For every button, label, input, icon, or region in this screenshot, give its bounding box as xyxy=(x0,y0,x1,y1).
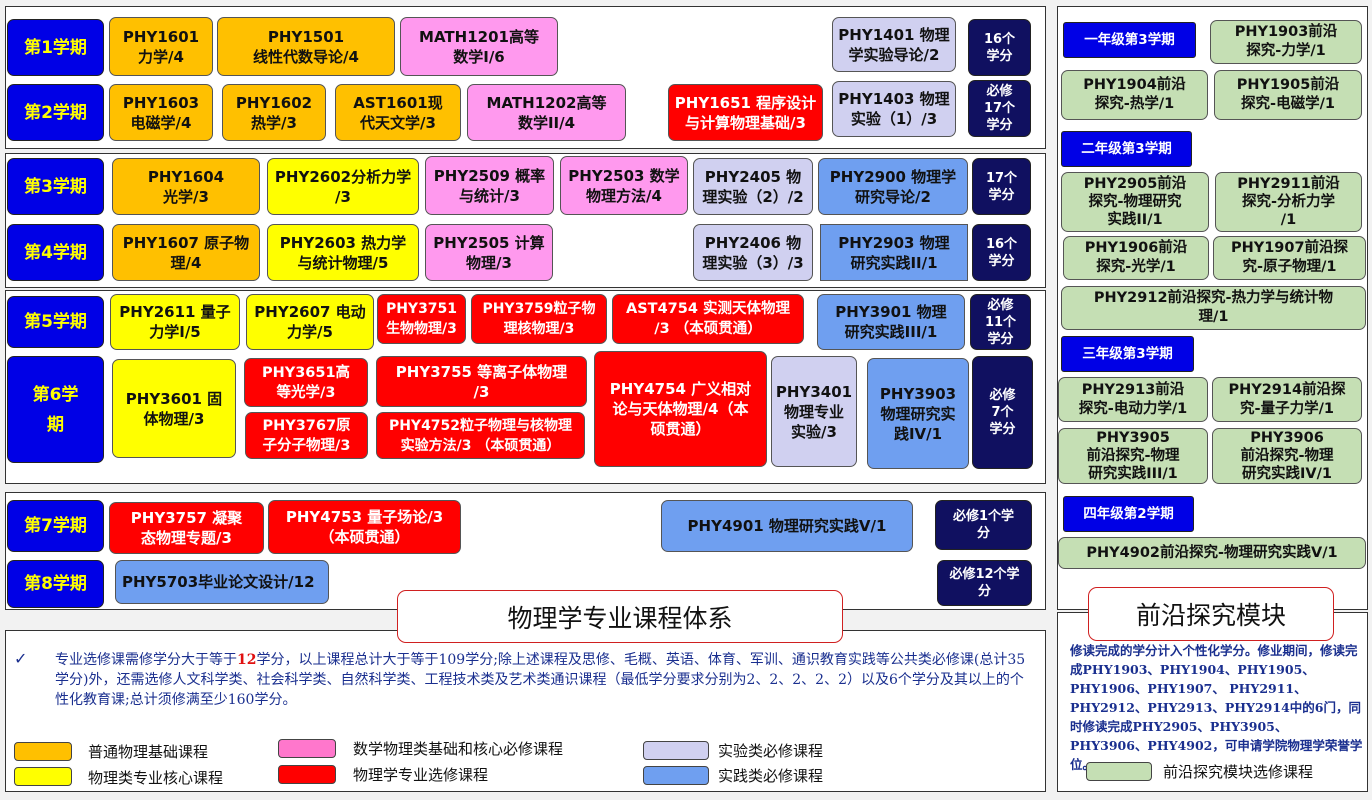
course-phy1403: PHY1403 物理 实验（1）/3 xyxy=(832,81,956,137)
course-phy2405: PHY2405 物 理实验（2）/2 xyxy=(693,158,813,215)
legend-swatch-math xyxy=(278,739,336,758)
requirements-note-highlight: 12 xyxy=(237,652,257,668)
legend-label-foundation: 普通物理基础课程 xyxy=(88,743,209,761)
course-phy3755: PHY3755 等离子体物理 /3 xyxy=(376,356,587,407)
course-ast4754: AST4754 实测天体物理 /3 （本硕贯通） xyxy=(612,294,804,344)
legend-label-frontier: 前沿探究模块选修课程 xyxy=(1163,763,1314,781)
course-phy5703: PHY5703毕业论文设计/12 xyxy=(115,560,329,604)
legend-label-core: 物理类专业核心课程 xyxy=(88,769,224,787)
course-phy3651: PHY3651高 等光学/3 xyxy=(244,358,368,407)
course-phy1401: PHY1401 物理 学实验导论/2 xyxy=(832,17,956,72)
credit-badge-2: 必修17个学分 xyxy=(968,80,1031,137)
legend-swatch-frontier xyxy=(1086,762,1152,781)
legend-label-elective: 物理学专业选修课程 xyxy=(353,766,489,784)
course-phy2505: PHY2505 计算 物理/3 xyxy=(425,224,553,281)
credit-badge-3: 17个学分 xyxy=(972,158,1031,215)
course-phy3751: PHY3751 生物物理/3 xyxy=(377,294,466,344)
course-phy3906: PHY3906 前沿探究-物理 研究实践IV/1 xyxy=(1212,428,1362,484)
credit-badge-1: 16个学分 xyxy=(968,19,1031,76)
course-phy1601: PHY1601 力学/4 xyxy=(109,17,213,76)
course-phy3901: PHY3901 物理 研究实践III/1 xyxy=(817,294,965,350)
frontier-header-year2: 二年级第3学期 xyxy=(1061,131,1192,167)
course-phy1604: PHY1604 光学/3 xyxy=(112,158,260,215)
course-phy2903: PHY2903 物理 研究实践II/1 xyxy=(820,224,968,281)
course-phy2406: PHY2406 物 理实验（3）/3 xyxy=(693,224,813,281)
legend-label-math: 数学物理类基础和核心必修课程 xyxy=(353,740,564,758)
course-phy1602: PHY1602 热学/3 xyxy=(222,84,326,141)
credit-badge-6: 必修7个学分 xyxy=(972,356,1033,469)
course-phy2914: PHY2914前沿探 究-量子力学/1 xyxy=(1212,377,1362,422)
frontier-header-year4: 四年级第2学期 xyxy=(1063,496,1194,532)
course-phy1651: PHY1651 程序设计 与计算物理基础/3 xyxy=(668,84,823,141)
course-phy3767: PHY3767原 子分子物理/3 xyxy=(245,412,368,459)
course-phy2611: PHY2611 量子 力学I/5 xyxy=(110,294,240,350)
course-phy1906: PHY1906前沿 探究-光学/1 xyxy=(1063,236,1209,280)
legend-swatch-elective xyxy=(278,765,336,784)
course-phy2905: PHY2905前沿 探究-物理研究 实践II/1 xyxy=(1061,172,1209,232)
course-phy1905: PHY1905前沿 探究-电磁学/1 xyxy=(1214,70,1362,120)
credit-badge-7: 必修1个学分 xyxy=(935,500,1032,550)
legend-label-lab: 实验类必修课程 xyxy=(718,742,824,760)
course-phy3903: PHY3903 物理研究实 践IV/1 xyxy=(867,358,969,469)
course-phy3905: PHY3905 前沿探究-物理 研究实践III/1 xyxy=(1058,428,1208,484)
course-phy2913: PHY2913前沿 探究-电动力学/1 xyxy=(1058,377,1208,422)
semester-6-text: 第6学期 xyxy=(32,384,79,435)
requirements-note: 专业选修课需修学分大于等于12学分，以上课程总计大于等于109学分;除上述课程及… xyxy=(55,650,1037,710)
course-phy2602: PHY2602分析力学 /3 xyxy=(267,158,419,215)
course-phy1907: PHY1907前沿探 究-原子物理/1 xyxy=(1213,236,1366,280)
course-ast1601: AST1601现 代天文学/3 xyxy=(335,84,461,141)
legend-label-practice: 实践类必修课程 xyxy=(718,767,824,785)
check-mark: ✓ xyxy=(14,649,28,668)
semester-8-label: 第8学期 xyxy=(7,560,104,608)
course-phy2509: PHY2509 概率 与统计/3 xyxy=(425,156,554,215)
legend-swatch-foundation xyxy=(14,742,72,761)
course-phy2607: PHY2607 电动 力学/5 xyxy=(246,294,374,350)
course-phy2900: PHY2900 物理学 研究导论/2 xyxy=(818,158,968,215)
semester-4-label: 第4学期 xyxy=(7,224,104,281)
frontier-header-year1: 一年级第3学期 xyxy=(1063,22,1196,58)
course-phy3759: PHY3759粒子物 理核物理/3 xyxy=(471,294,607,344)
requirements-note-pre: 专业选修课需修学分大于等于 xyxy=(55,652,237,668)
course-math1201: MATH1201高等 数学I/6 xyxy=(400,17,558,76)
course-phy3757: PHY3757 凝聚 态物理专题/3 xyxy=(109,502,264,554)
semester-2-label: 第2学期 xyxy=(7,84,104,141)
main-title: 物理学专业课程体系 xyxy=(397,590,843,643)
semester-7-label: 第7学期 xyxy=(7,500,104,552)
notes-frame xyxy=(5,630,1046,792)
credit-badge-5: 必修11个学分 xyxy=(970,294,1031,350)
course-phy2912: PHY2912前沿探究-热力学与统计物 理/1 xyxy=(1061,286,1366,330)
course-phy4902: PHY4902前沿探究-物理研究实践V/1 xyxy=(1058,537,1366,569)
course-phy1903: PHY1903前沿 探究-力学/1 xyxy=(1210,20,1362,64)
course-phy4754: PHY4754 广义相对 论与天体物理/4（本 硕贯通） xyxy=(594,351,767,467)
course-phy1904: PHY1904前沿 探究-热学/1 xyxy=(1061,70,1208,120)
course-phy2603: PHY2603 热力学 与统计物理/5 xyxy=(267,224,419,281)
legend-swatch-practice xyxy=(643,766,709,785)
course-phy1607: PHY1607 原子物 理/4 xyxy=(112,224,260,281)
credit-badge-4: 16个学分 xyxy=(972,224,1031,281)
frontier-note: 修读完成的学分计入个性化学分。修业期间，修读完成PHY1903、PHY1904、… xyxy=(1070,643,1363,772)
requirements-note-post: 学分，以上课程总计大于等于109学分;除上述课程及思修、毛概、英语、体育、军训、… xyxy=(55,652,1026,708)
legend-swatch-lab xyxy=(643,741,709,760)
semester-3-label: 第3学期 xyxy=(7,158,104,215)
course-phy3601: PHY3601 固 体物理/3 xyxy=(112,359,236,458)
credit-badge-8: 必修12个学分 xyxy=(937,560,1032,606)
course-phy3401: PHY3401 物理专业 实验/3 xyxy=(771,356,857,467)
course-phy4752: PHY4752粒子物理与核物理 实验方法/3 （本硕贯通） xyxy=(376,412,585,459)
frontier-header-year3: 三年级第3学期 xyxy=(1061,336,1194,372)
course-phy4901: PHY4901 物理研究实践V/1 xyxy=(661,500,913,552)
course-phy1603: PHY1603 电磁学/4 xyxy=(109,84,213,141)
course-phy2911: PHY2911前沿 探究-分析力学 /1 xyxy=(1215,172,1362,232)
semester-5-label: 第5学期 xyxy=(7,296,104,348)
course-phy2503: PHY2503 数学 物理方法/4 xyxy=(560,156,688,215)
course-math1202: MATH1202高等 数学II/4 xyxy=(467,84,626,141)
semester-1-label: 第1学期 xyxy=(7,19,104,76)
semester-6-label: 第6学期 xyxy=(7,356,104,463)
course-phy4753: PHY4753 量子场论/3 （本硕贯通） xyxy=(268,500,461,554)
legend-swatch-core xyxy=(14,767,72,786)
course-phy1501: PHY1501 线性代数导论/4 xyxy=(217,17,395,76)
frontier-title: 前沿探究模块 xyxy=(1088,587,1334,641)
